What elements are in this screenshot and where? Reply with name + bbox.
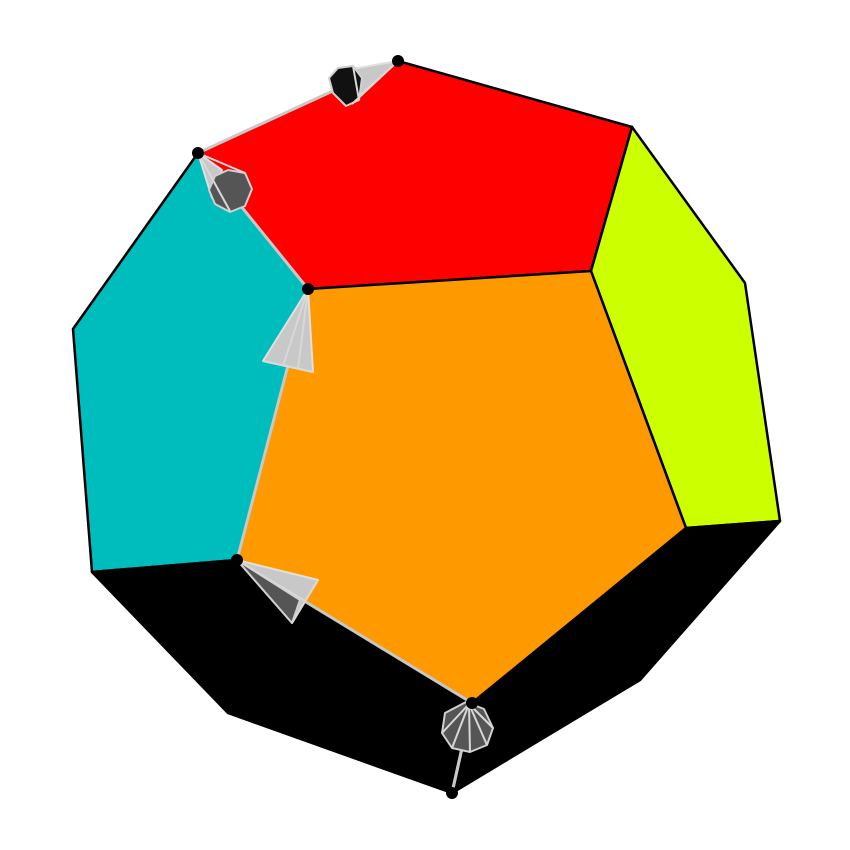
cone-marker-5 xyxy=(441,701,494,795)
cone-marker-4 xyxy=(236,559,319,624)
vertex-2 xyxy=(192,147,204,159)
cone-marker-3 xyxy=(262,288,314,373)
cone-marker-2 xyxy=(197,152,253,213)
vertex-3 xyxy=(302,283,314,295)
vertex-4 xyxy=(231,554,243,566)
vertex-1 xyxy=(392,55,404,67)
vertex-6 xyxy=(446,787,458,799)
cone-marker-1 xyxy=(328,60,399,107)
vertex-5 xyxy=(466,697,478,709)
